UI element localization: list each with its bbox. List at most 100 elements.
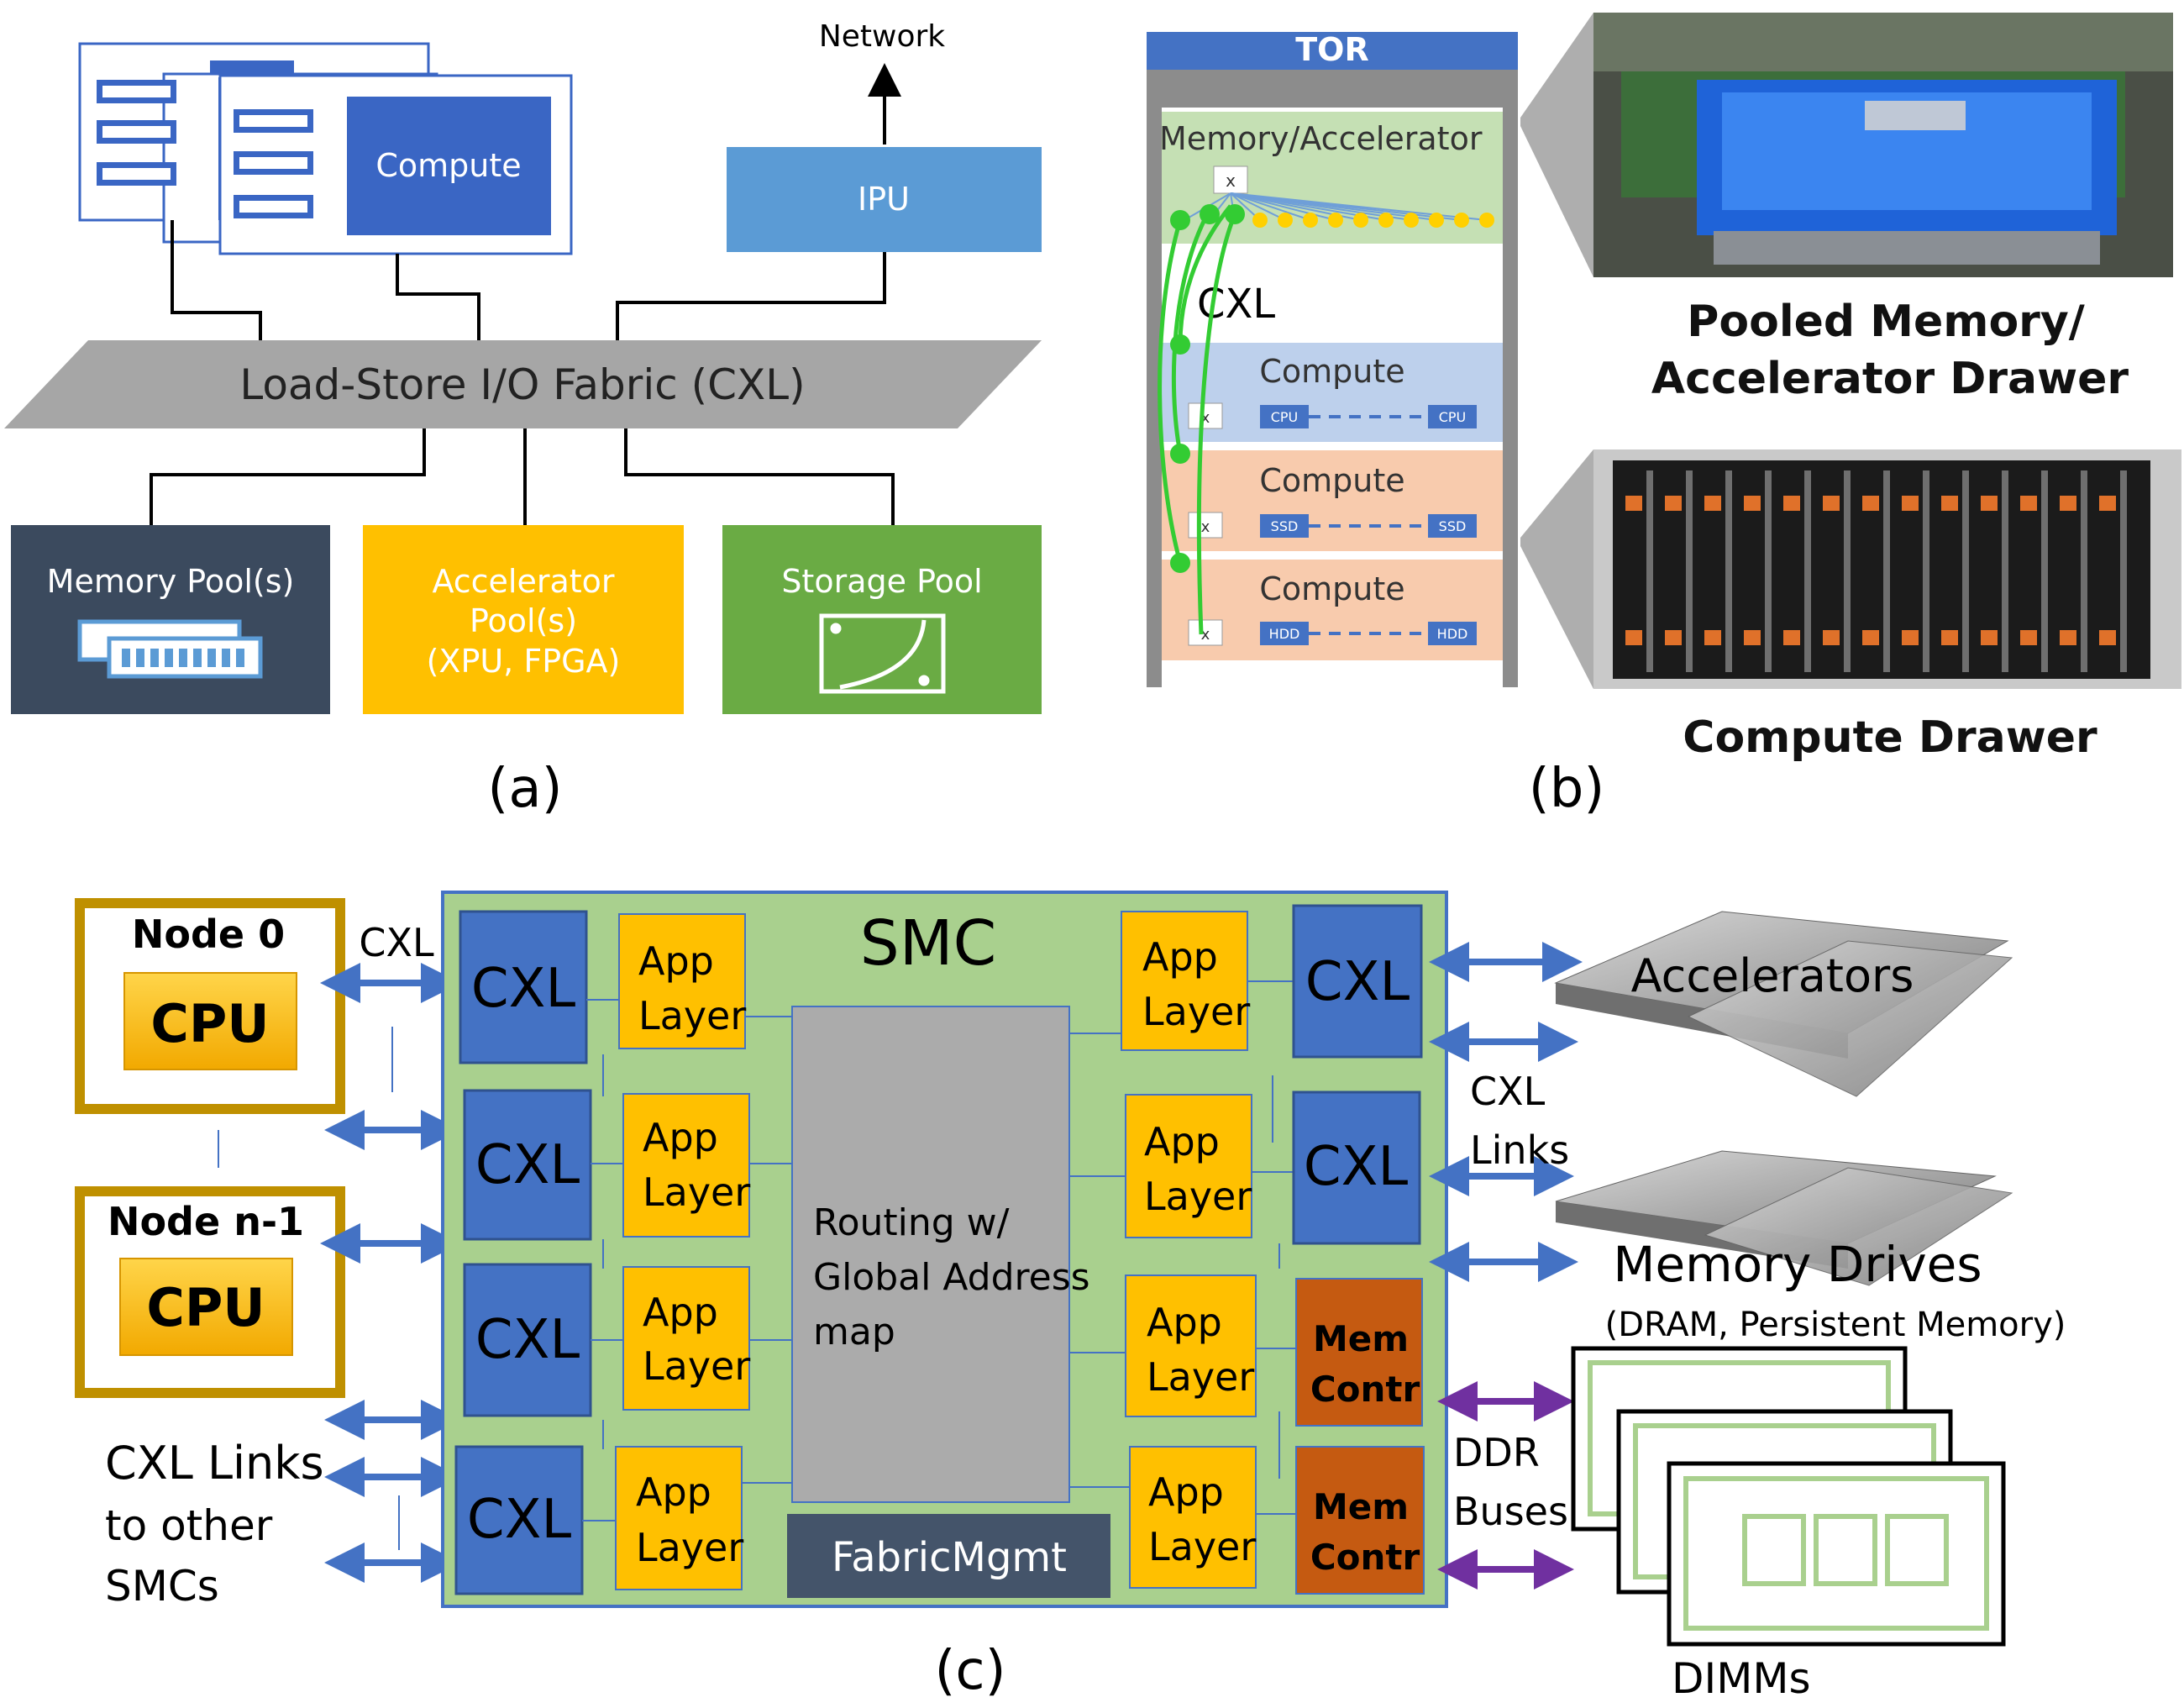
storage-drive-icon (819, 613, 946, 694)
network-label: Network (819, 19, 945, 54)
cxl-links-left-line3: SMCs (105, 1562, 219, 1611)
app-r3-b: Layer (1147, 1354, 1254, 1400)
app-l1-a: App (638, 938, 714, 984)
mem-contr-2-b: Contr (1310, 1537, 1420, 1578)
node-0-cpu (123, 972, 297, 1070)
pooled-drawer-line2: Accelerator Drawer (1651, 354, 2129, 404)
app-r3-a: App (1147, 1300, 1222, 1345)
cxl-block-r1-label: CXL (1305, 951, 1410, 1013)
cxl-block-l1 (459, 910, 588, 1064)
zoom-callout-bottom (1520, 449, 1593, 689)
smc-label: SMC (860, 907, 997, 980)
accelerator-pool-line1: Accelerator (432, 563, 614, 600)
app-layer-r1 (1121, 911, 1248, 1051)
app-r4-b: Layer (1148, 1524, 1256, 1569)
fabric-connectors (150, 220, 895, 525)
cxl-block-r1 (1292, 904, 1423, 1059)
app-layer-l2 (622, 1093, 750, 1238)
mem-contr-2-a: Mem (1313, 1486, 1409, 1527)
app-r1-b: Layer (1142, 989, 1250, 1034)
routing-line3: map (813, 1311, 895, 1353)
cxl-links-right-line2: Links (1470, 1127, 1569, 1173)
node-0-label: Node 0 (132, 912, 285, 957)
app-l4-b: Layer (636, 1525, 743, 1570)
right-cxl-blocks (1292, 904, 1423, 1245)
cxl-cables (1158, 204, 1237, 635)
device-hdd-left: HDD (1269, 626, 1300, 642)
left-cxl-arrows (320, 963, 461, 1583)
memory-accelerator-label: Memory/Accelerator (1159, 120, 1483, 157)
ddr-arrows (1437, 1381, 1574, 1590)
svg-text:x: x (1201, 409, 1210, 427)
app-r4-a: App (1148, 1469, 1224, 1515)
device-row-1: x CPU CPU (1188, 402, 1477, 429)
right-cxl-arrows (1429, 942, 1583, 1282)
app-r2-a: App (1144, 1119, 1220, 1164)
node-n-cpu-label: CPU (146, 1277, 265, 1338)
cxl-fabric (4, 340, 1042, 428)
cxl-cable-nodes (1170, 204, 1245, 573)
accelerator-pool-line2: Pool(s) (470, 602, 577, 639)
left-app-layers (615, 913, 750, 1590)
compute-label: Compute (375, 147, 521, 184)
app-layer-l1 (618, 913, 746, 1049)
compute-node (347, 97, 551, 235)
cxl-block-l3-label: CXL (475, 1309, 580, 1371)
panel-b: TOR Memory/Accelerator x CXL Compute Com (1147, 13, 2181, 820)
svg-text:x: x (1201, 626, 1210, 644)
ddr-line1: DDR (1453, 1430, 1540, 1475)
cxl-links-left-line1: CXL Links (105, 1437, 324, 1490)
mem-contr-1-a: Mem (1313, 1318, 1409, 1359)
device-cpu-left: CPU (1271, 409, 1299, 425)
app-l4-a: App (636, 1469, 711, 1515)
ipu-label: IPU (858, 181, 910, 218)
panel-a: Network Compute IPU (4, 19, 1042, 820)
cxl-block-r2-label: CXL (1304, 1136, 1409, 1198)
zoom-callout-top (1520, 13, 1593, 277)
routing-line1: Routing w/ (813, 1201, 1010, 1244)
caption-b: (b) (1529, 758, 1605, 820)
device-ssd-left: SSD (1271, 518, 1299, 534)
cxl-links-right-line1: CXL (1470, 1069, 1546, 1114)
pooled-drawer-line1: Pooled Memory/ (1687, 297, 2084, 347)
memory-drives-image (1555, 1150, 2013, 1286)
device-ssd-right: SSD (1439, 518, 1467, 534)
compute-label-2: Compute (1259, 462, 1404, 499)
pooled-memory-drawer-image (1593, 13, 2173, 277)
node-n-label: Node n-1 (108, 1199, 304, 1244)
switch-glyph: x (1226, 171, 1236, 191)
ddr-line2: Buses (1453, 1489, 1568, 1534)
mem-contr-2 (1295, 1446, 1425, 1595)
switch-box-memory (1213, 166, 1248, 194)
app-r1-a: App (1142, 934, 1218, 980)
app-l2-b: Layer (643, 1169, 750, 1215)
cxl-block-l1-label: CXL (471, 958, 576, 1020)
compute-label-3: Compute (1259, 570, 1404, 607)
server-stack: Compute (78, 42, 573, 255)
app-l2-a: App (643, 1115, 718, 1160)
app-l3-a: App (643, 1290, 718, 1335)
memory-dimm-icon (77, 619, 263, 679)
cxl-block-l2 (463, 1089, 592, 1241)
routing-block (791, 1006, 1070, 1503)
memory-nodes (1252, 213, 1494, 228)
app-l1-b: Layer (638, 993, 746, 1038)
svg-text:x: x (1201, 518, 1210, 536)
app-l3-b: Layer (643, 1343, 750, 1389)
ipu-box (727, 147, 1042, 252)
fabric-label: Load-Store I/O Fabric (CXL) (239, 360, 805, 409)
app-r2-b: Layer (1144, 1174, 1252, 1219)
device-row-3: x HDD HDD (1188, 619, 1477, 646)
cxl-block-l3 (463, 1263, 592, 1417)
storage-pool-box (722, 525, 1042, 714)
app-layer-l4 (615, 1446, 743, 1590)
app-layer-l3 (622, 1266, 750, 1411)
accelerators-label: Accelerators (1631, 949, 1914, 1002)
cxl-block-r2 (1292, 1090, 1421, 1245)
caption-a: (a) (487, 758, 562, 820)
tor-label: TOR (1295, 31, 1369, 68)
fabric-mgmt-label: FabricMgmt (832, 1534, 1067, 1581)
device-cpu-right: CPU (1439, 409, 1467, 425)
panel-c: Node 0 CPU Node n-1 CPU CXL CXL Links to… (75, 891, 2066, 1703)
